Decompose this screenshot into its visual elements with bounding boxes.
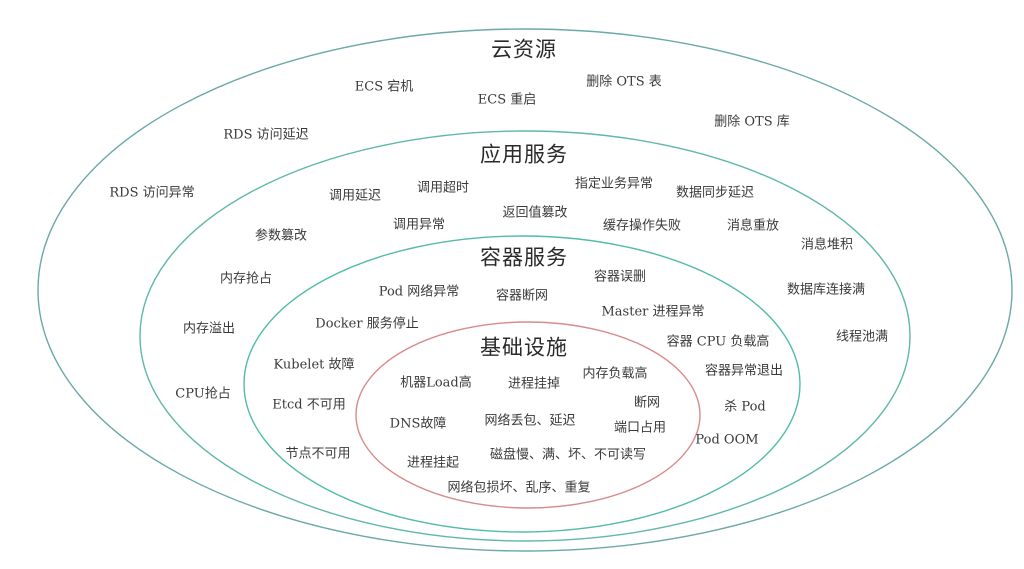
fault-item: 删除 OTS 表 bbox=[586, 74, 662, 90]
layer-title-cloud-resources: 云资源 bbox=[491, 37, 557, 62]
fault-item: 数据同步延迟 bbox=[675, 185, 755, 201]
fault-item: ECS 重启 bbox=[477, 92, 537, 108]
layer-title-container-services: 容器服务 bbox=[480, 245, 568, 270]
fault-item: 容器 CPU 负载高 bbox=[666, 334, 770, 350]
fault-item: 返回值篡改 bbox=[502, 205, 568, 221]
fault-item: 内存负载高 bbox=[582, 366, 648, 382]
fault-item: 调用超时 bbox=[416, 180, 470, 196]
fault-item: 断网 bbox=[633, 395, 661, 411]
fault-item: Docker 服务停止 bbox=[315, 316, 419, 332]
layer-title-infrastructure: 基础设施 bbox=[480, 335, 568, 360]
fault-item: 调用异常 bbox=[392, 217, 446, 233]
fault-item: 内存溢出 bbox=[182, 321, 236, 337]
fault-item: 指定业务异常 bbox=[574, 176, 654, 192]
fault-item: 容器异常退出 bbox=[704, 363, 784, 379]
fault-item: Pod OOM bbox=[695, 432, 759, 448]
fault-item: RDS 访问延迟 bbox=[223, 127, 309, 143]
application-services-ellipse bbox=[139, 130, 911, 542]
fault-item: 容器断网 bbox=[495, 288, 549, 304]
fault-item: 缓存操作失败 bbox=[602, 218, 682, 234]
fault-item: 消息堆积 bbox=[800, 237, 854, 253]
fault-item: 机器Load高 bbox=[400, 375, 472, 391]
fault-item: 删除 OTS 库 bbox=[714, 114, 790, 130]
fault-item: 网络丢包、延迟 bbox=[484, 413, 576, 429]
fault-item: DNS故障 bbox=[389, 416, 447, 432]
fault-item: CPU抢占 bbox=[175, 386, 231, 402]
fault-item: 内存抢占 bbox=[219, 271, 273, 287]
fault-item: 网络包损坏、乱序、重复 bbox=[447, 480, 591, 496]
cloud-resources-ellipse bbox=[37, 28, 1013, 552]
fault-item: Pod 网络异常 bbox=[378, 284, 460, 300]
fault-item: 磁盘慢、满、坏、不可读写 bbox=[489, 447, 647, 463]
fault-item: Etcd 不可用 bbox=[272, 397, 346, 413]
fault-item: 容器误删 bbox=[593, 269, 647, 285]
fault-item: Master 进程异常 bbox=[601, 304, 705, 320]
fault-item: 参数篡改 bbox=[254, 228, 308, 244]
fault-item: 线程池满 bbox=[835, 329, 889, 345]
fault-item: 节点不可用 bbox=[285, 446, 351, 462]
fault-item: 进程挂掉 bbox=[507, 376, 561, 392]
fault-item: Kubelet 故障 bbox=[273, 357, 355, 373]
fault-item: 调用延迟 bbox=[328, 188, 382, 204]
infrastructure-ellipse bbox=[355, 321, 701, 509]
fault-item: 进程挂起 bbox=[406, 455, 460, 471]
layer-title-application-services: 应用服务 bbox=[480, 142, 568, 167]
fault-item: 杀 Pod bbox=[724, 399, 766, 415]
container-services-ellipse bbox=[243, 235, 801, 533]
fault-item: RDS 访问异常 bbox=[109, 185, 195, 201]
fault-item: 数据库连接满 bbox=[786, 282, 866, 298]
fault-item: ECS 宕机 bbox=[354, 79, 414, 95]
fault-item: 端口占用 bbox=[613, 420, 667, 436]
fault-item: 消息重放 bbox=[726, 218, 780, 234]
